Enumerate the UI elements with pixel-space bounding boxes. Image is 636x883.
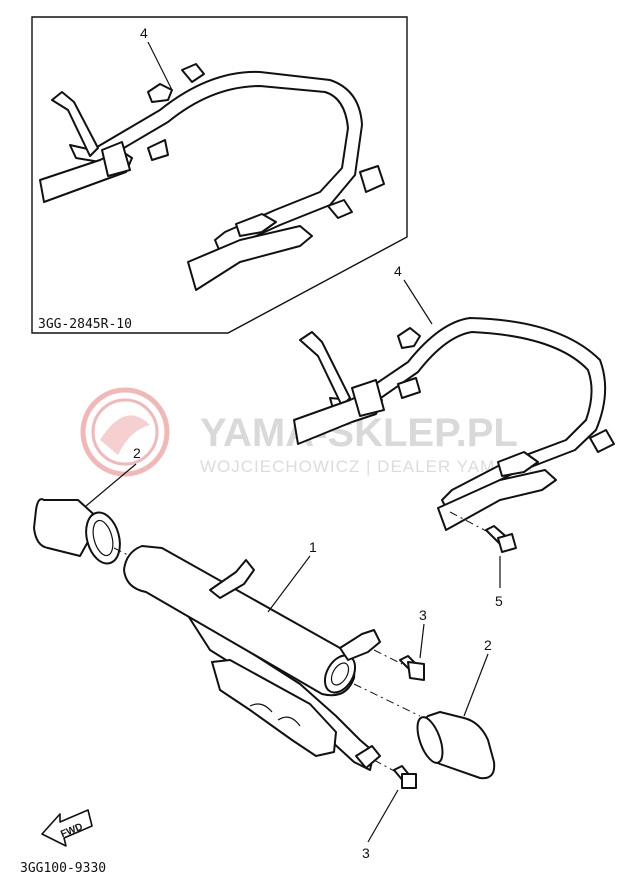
rear-frame-part-4: [293, 317, 615, 531]
leader-3-lower: [367, 789, 399, 843]
inset-box: 3GG-2845R-10 4: [31, 16, 408, 334]
main-part-code: 3GG100-9330: [20, 861, 106, 876]
fwd-arrow-icon: FWD: [41, 809, 93, 847]
inset-part-code: 3GG-2845R-10: [38, 317, 132, 332]
inset-leader-4: [147, 41, 173, 91]
callout-2-left: 2: [133, 445, 141, 461]
callout-4: 4: [394, 263, 402, 279]
leader-3-upper: [419, 623, 425, 659]
inset-callout-4: 4: [140, 25, 148, 41]
bolt-part-5: [449, 511, 517, 553]
callout-3-lower: 3: [362, 845, 370, 861]
end-cap-left-part-2: [33, 498, 121, 565]
callout-3-upper: 3: [419, 607, 427, 623]
leader-4: [403, 279, 433, 325]
watermark-logo: [80, 387, 170, 477]
callout-1: 1: [309, 539, 317, 555]
callout-2-right: 2: [484, 637, 492, 653]
end-cap-right-part-2: [353, 683, 496, 780]
inset-frame: [39, 63, 385, 291]
watermark-subtitle: WOJCIECHOWICZ | DEALER YAMAHA: [200, 457, 533, 476]
leader-2-left: [85, 463, 137, 507]
bolt-upper-part-3: [373, 649, 425, 681]
bumper-part-1: [123, 545, 381, 771]
bolt-lower-part-3: [373, 759, 417, 789]
callout-5: 5: [495, 593, 503, 609]
leader-1: [267, 555, 311, 613]
leader-2-right: [463, 653, 489, 717]
